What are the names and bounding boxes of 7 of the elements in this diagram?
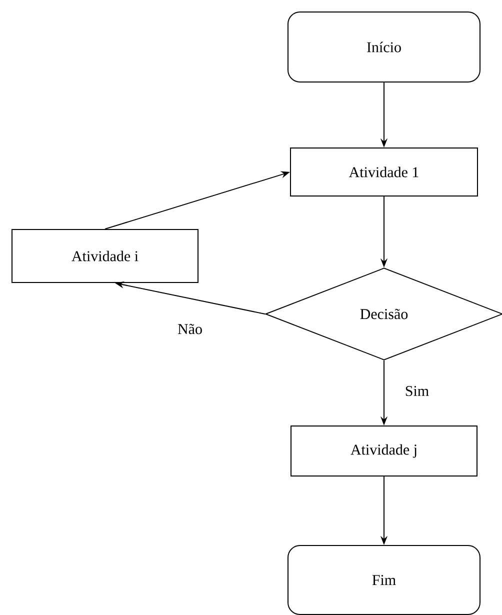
start-box: Início xyxy=(288,12,480,82)
edge-label: Sim xyxy=(404,384,430,398)
process-box: Atividade j xyxy=(290,426,478,476)
end-box: Fim xyxy=(288,545,480,615)
process-box: Atividade i xyxy=(12,229,198,283)
edge-label: Não xyxy=(176,322,204,336)
process-box: Atividade 1 xyxy=(290,148,478,196)
